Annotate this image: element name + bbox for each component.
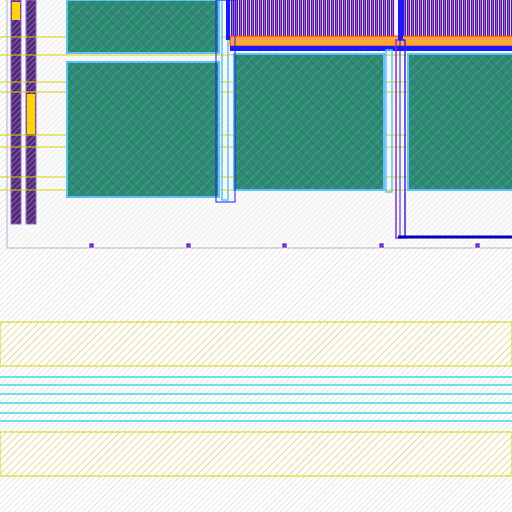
- column-a[interactable]: [221, 0, 229, 201]
- blue-bar-left: [226, 0, 230, 40]
- metal-strap-top: [230, 46, 512, 51]
- blue-bar-right: [398, 0, 403, 40]
- via-marker[interactable]: [474, 242, 481, 249]
- left-rail-label-marker-2: [27, 94, 35, 134]
- diffusion-block-middle[interactable]: [233, 53, 385, 191]
- via-marker[interactable]: [185, 242, 192, 249]
- poly-strip-orange: [229, 35, 512, 47]
- finger-array-right[interactable]: [402, 0, 512, 36]
- via-markers: [88, 242, 481, 249]
- finger-array-middle[interactable]: [230, 0, 395, 36]
- left-rail-outer: [10, 0, 22, 225]
- rail-yellow-top[interactable]: [0, 321, 512, 367]
- left-rail-label-marker: [12, 2, 20, 20]
- column-c[interactable]: [385, 49, 393, 193]
- via-marker[interactable]: [281, 242, 288, 249]
- diffusion-block-right[interactable]: [407, 53, 512, 191]
- metal-columns: [215, 0, 512, 239]
- diffusion-block-left-bottom[interactable]: [66, 61, 220, 198]
- poly-finger-arrays: [229, 0, 512, 51]
- power-rails: [0, 321, 512, 477]
- diffusion-block-left-top[interactable]: [66, 0, 220, 54]
- diffusion-blocks: [66, 0, 512, 198]
- column-b[interactable]: [215, 0, 236, 203]
- rail-yellow-bottom[interactable]: [0, 431, 512, 477]
- left-rail-group: [10, 0, 37, 225]
- via-marker[interactable]: [88, 242, 95, 249]
- via-marker[interactable]: [378, 242, 385, 249]
